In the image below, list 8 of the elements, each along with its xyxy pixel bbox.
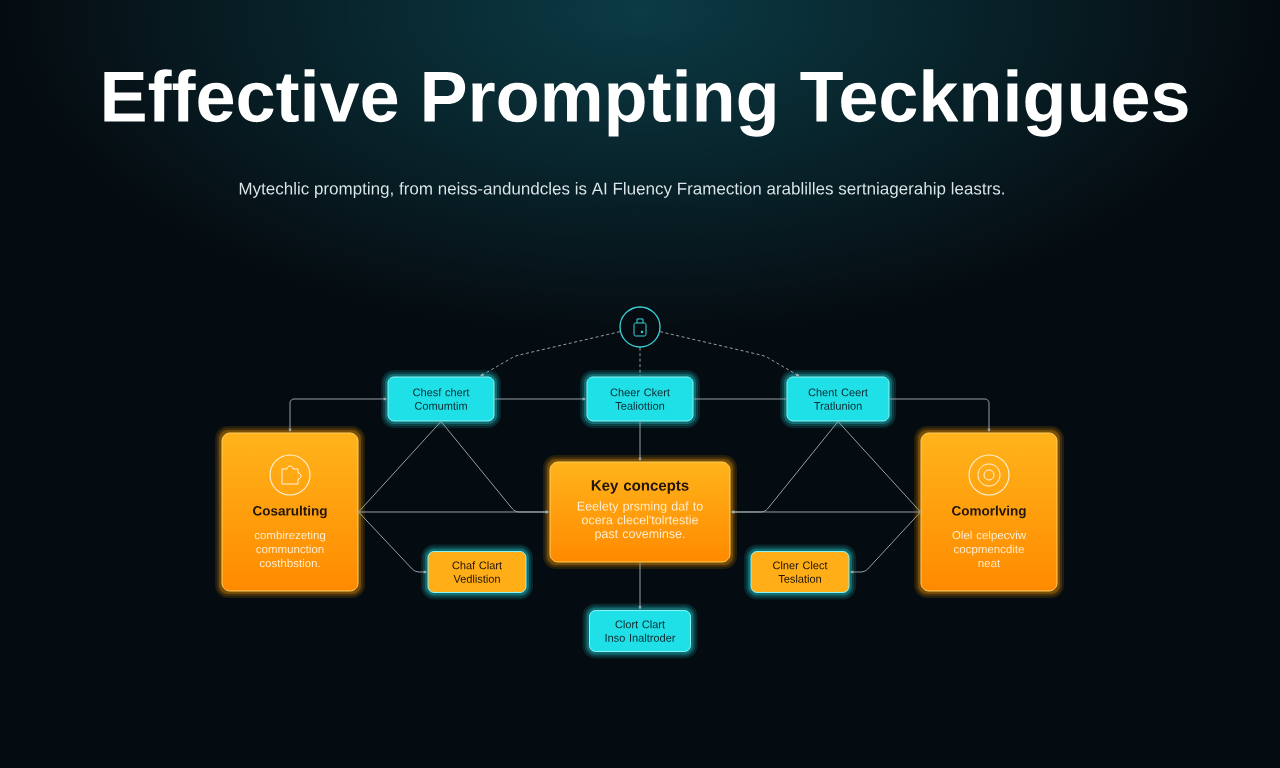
card-title: Cosarulting [253,505,327,519]
card-title: Key concepts [591,480,689,494]
card-title: Comorlving [952,505,1026,519]
title: Effective Prompting Tecknigues [104,69,1188,137]
card-text: Eeelety prsming daf to ocera clecel'tolrtestie past coveminse. [577,501,703,541]
card-text: combirezeting communction costhbstion. [254,530,326,568]
subtitle: Mytechlic prompting, from neiss-andundcles is AI Fluency Framection arablilles sertniagerahip leastrs. [239,182,1004,198]
card-text: Olel celpecviw cocpmencdite neat [952,530,1027,568]
